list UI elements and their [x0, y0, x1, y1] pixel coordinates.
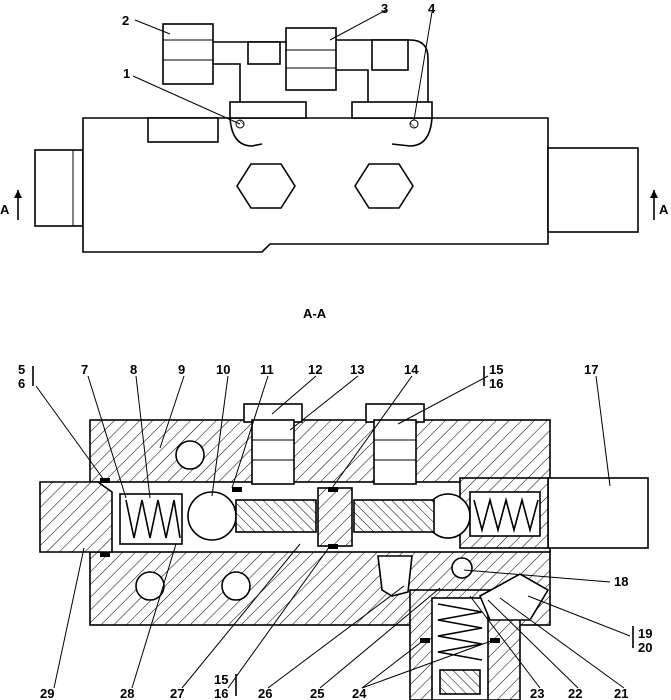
fitting-2 [162, 23, 214, 85]
callout-13: 13 [350, 362, 364, 377]
callout-14: 14 [404, 362, 419, 377]
callout-23: 23 [530, 686, 544, 700]
valve-block [82, 117, 549, 253]
check-ball-left [187, 491, 237, 541]
callout-22: 22 [568, 686, 582, 700]
callout-1: 1 [123, 66, 130, 81]
callout-7: 7 [81, 362, 88, 377]
callout-21: 21 [614, 686, 628, 700]
callout-18: 18 [614, 574, 628, 589]
callout-4: 4 [428, 1, 436, 16]
callout-15-bottom: 15 [214, 672, 228, 687]
section-title: A-A [303, 306, 327, 321]
callout-28: 28 [120, 686, 134, 700]
callout-20: 20 [638, 640, 652, 655]
callout-16-top: 16 [489, 376, 503, 391]
callout-19: 19 [638, 626, 652, 641]
callout-9: 9 [178, 362, 185, 377]
hex-nut-right [354, 163, 414, 209]
callout-16-bottom: 16 [214, 686, 228, 700]
callout-11: 11 [260, 362, 274, 377]
right-end-fitting [547, 147, 639, 233]
section-marker-left: A [0, 202, 10, 217]
callout-12: 12 [308, 362, 322, 377]
callout-2: 2 [122, 13, 129, 28]
callout-3: 3 [381, 1, 388, 16]
section-view [32, 366, 649, 700]
section-marker-right: A [659, 202, 669, 217]
callout-24: 24 [352, 686, 367, 700]
callout-26: 26 [258, 686, 272, 700]
callout-25: 25 [310, 686, 324, 700]
callout-10: 10 [216, 362, 230, 377]
callout-8: 8 [130, 362, 137, 377]
top-view [14, 9, 658, 253]
callout-29: 29 [40, 686, 54, 700]
fitting-12 [251, 419, 295, 485]
callout-17: 17 [584, 362, 598, 377]
callout-27: 27 [170, 686, 184, 700]
callout-6: 6 [18, 376, 25, 391]
fitting-13 [373, 419, 417, 485]
fitting-3 [285, 27, 337, 91]
left-end-fitting [34, 149, 84, 227]
callout-5: 5 [18, 362, 25, 377]
callout-15-top: 15 [489, 362, 503, 377]
hex-nut-left [236, 163, 296, 209]
